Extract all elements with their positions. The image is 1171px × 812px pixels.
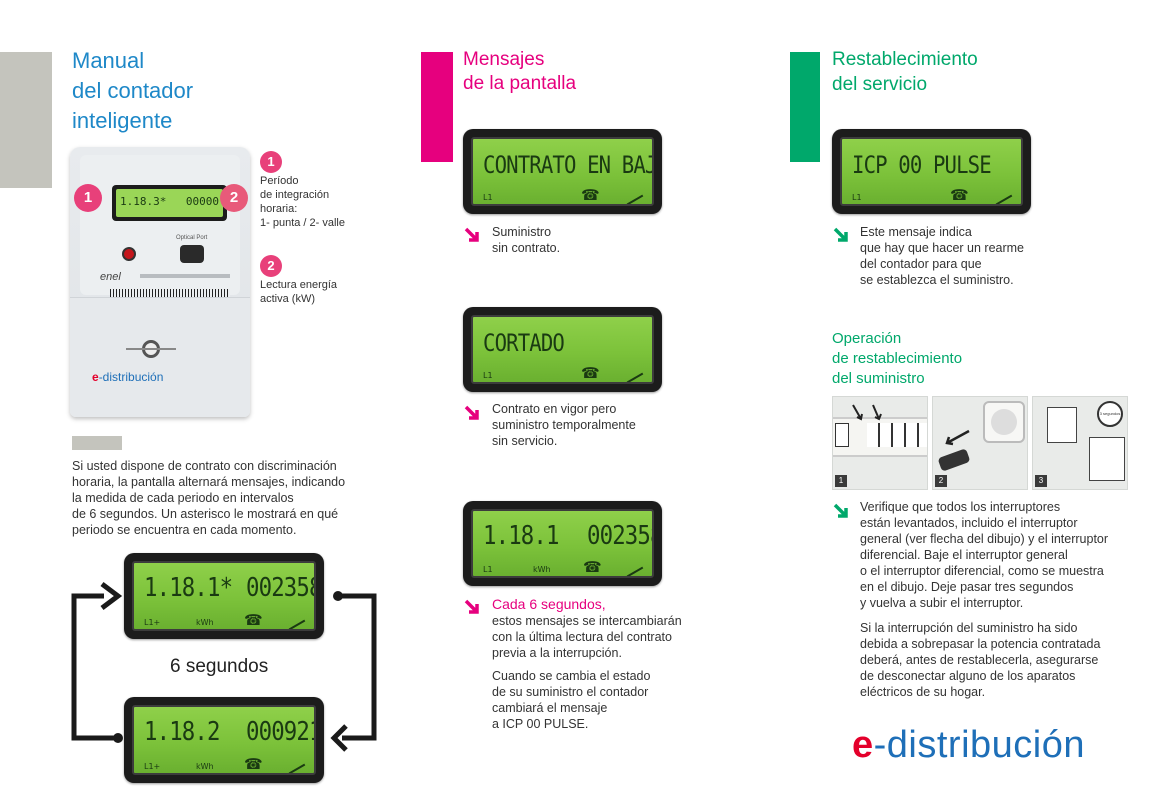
photo-breaker-panel: 1 [832, 396, 928, 490]
pink-arrow-icon [464, 405, 479, 420]
phone-icon: ☎ [581, 187, 600, 204]
clock-icon [1097, 401, 1123, 427]
gray-marker [72, 436, 122, 450]
callout-badge-1: 1 [260, 151, 282, 173]
paragraph-verifique: Verifique que todos los interruptores es… [860, 500, 1109, 610]
section-bar-green [790, 52, 820, 162]
phone-icon: ☎ [950, 187, 969, 204]
interval-label: 6 segundos [170, 656, 269, 677]
restore-title: Restablecimiento del servicio [832, 49, 978, 95]
down-arrow-icon [852, 404, 882, 421]
lcd-period-1: 1.18.1* 002358 L1+ kWh ☎ [124, 553, 324, 639]
meter-footer-brand: e-distribución [92, 370, 164, 384]
messages-title: Mensajes de la pantalla [463, 49, 577, 94]
photo-unplug: 2 [932, 396, 1028, 490]
manual-title: Manual del contador inteligente [72, 48, 194, 133]
lcd-slash-icon [288, 619, 306, 629]
callout-badge-1-on-meter: 1 [74, 184, 102, 212]
arrow-pull-icon [945, 429, 970, 446]
lcd-slash-icon [288, 763, 306, 773]
pink-arrow-icon [464, 227, 479, 242]
lcd-icp-pulse: ICP 00 PULSE L1 ☎ [832, 129, 1031, 214]
meter-lcd: 1.18.3* 00000 [112, 185, 227, 221]
meter-bottom-panel: e-distribución [70, 297, 250, 417]
green-arrow-icon [833, 503, 848, 518]
paragraph-cambio-estado: Cuando se cambia el estado de su suminis… [492, 669, 651, 731]
green-arrow-icon [833, 227, 848, 242]
section-bar-pink [421, 52, 453, 162]
intro-paragraph: Si usted dispone de contrato con discrim… [72, 459, 346, 537]
callout-text-1: Período de integración horaria: 1- punta… [260, 175, 345, 229]
meter-top-panel: 1.18.3* 00000 Optical Port enel [80, 155, 240, 299]
meter-knob-line [126, 348, 176, 350]
photo-three-seconds: 3 segundos 3 [1032, 396, 1128, 490]
meter-barcode [110, 289, 230, 299]
phone-icon: ☎ [244, 612, 263, 629]
phone-icon: ☎ [583, 559, 602, 576]
loop-arrow-right-icon [330, 591, 377, 752]
phone-icon: ☎ [581, 365, 600, 382]
section-bar-gray [0, 52, 52, 188]
paragraph-intercambio: estos mensajes se intercambiarán con la … [492, 614, 682, 660]
socket-icon [991, 409, 1017, 435]
lcd-slash-icon [626, 372, 644, 382]
meter-red-led-icon [122, 247, 136, 261]
lcd-slash-icon [995, 194, 1013, 204]
lcd-contrato-en-baja: CONTRATO EN BAJA L1 ☎ [463, 129, 662, 214]
callout-text-2: Lectura energía activa (kW) [260, 279, 338, 305]
phone-icon: ☎ [244, 756, 263, 773]
lcd-cortado: CORTADO L1 ☎ [463, 307, 662, 392]
pink-arrow-icon [464, 599, 479, 614]
lcd-last-reading: 1.18.1 002358 L1 kWh ☎ [463, 501, 662, 586]
plug-icon [937, 448, 971, 472]
operation-subtitle: Operación de restablecimiento del sumini… [832, 330, 963, 387]
caption-sin-contrato: Suministro sin contrato. [492, 225, 561, 255]
loop-arrow-left-icon [71, 582, 123, 743]
callout-badge-2-on-meter: 2 [220, 184, 248, 212]
e-distribucion-logo: e-distribución [852, 724, 1086, 766]
lcd-period-2: 1.18.2 000921 L1+ kWh ☎ [124, 697, 324, 783]
optical-port-icon [180, 245, 204, 263]
caption-icp: Este mensaje indica que hay que hacer un… [860, 225, 1024, 287]
caption-cortado: Contrato en vigor pero suministro tempor… [492, 402, 636, 448]
meter-spec-line [140, 274, 230, 278]
highlight-cada-6-segundos: Cada 6 segundos, [492, 596, 606, 612]
lcd-slash-icon [626, 194, 644, 204]
paragraph-potencia: Si la interrupción del suministro ha sid… [860, 621, 1101, 699]
callout-badge-2: 2 [260, 255, 282, 277]
lcd-slash-icon [626, 566, 644, 576]
